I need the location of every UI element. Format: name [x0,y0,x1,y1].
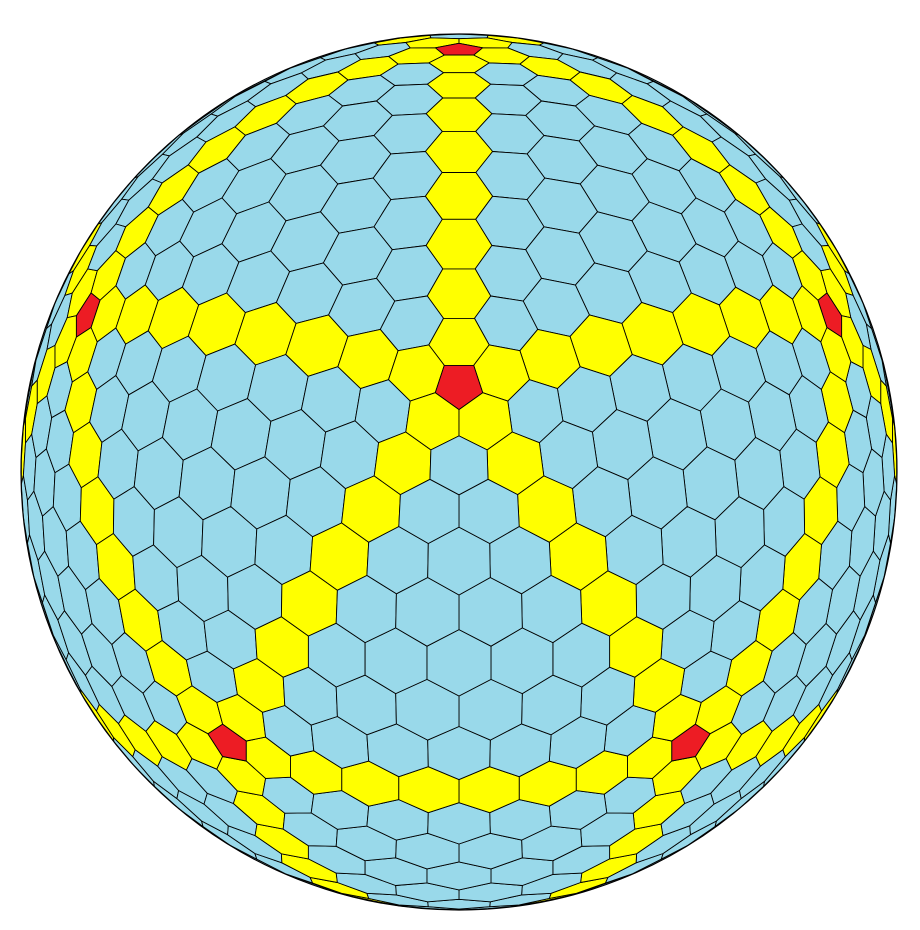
sphere-outline [20,33,898,911]
sphere-tiles [20,33,898,911]
hexagon-cell [429,435,489,496]
